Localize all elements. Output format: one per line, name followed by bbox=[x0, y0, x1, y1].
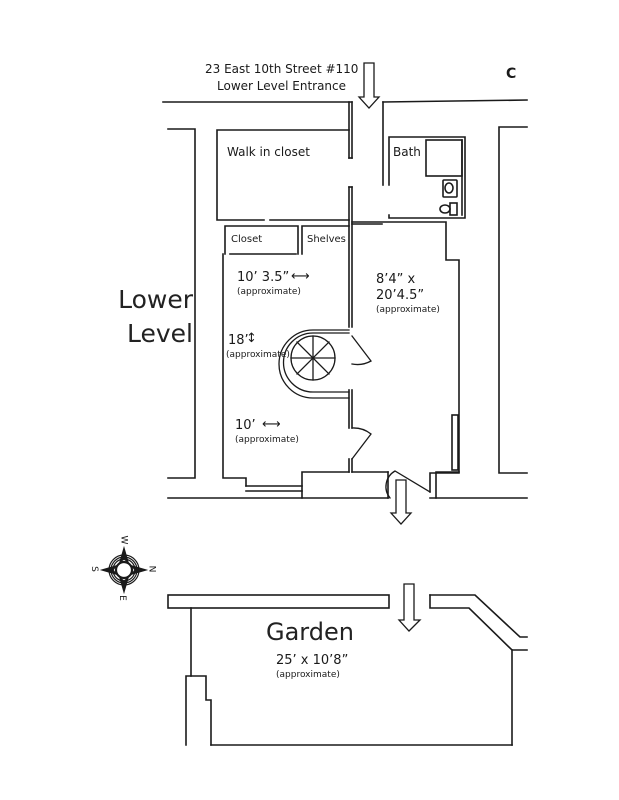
room-bottom-dimension: 10’ bbox=[235, 418, 256, 433]
bath-walls bbox=[388, 136, 466, 219]
level-label-line1: Lower bbox=[118, 285, 193, 314]
closet-label: Closet bbox=[231, 234, 263, 245]
horizontal-arrow-icon-2: ⟷ bbox=[262, 417, 281, 432]
door-swings bbox=[351, 335, 431, 499]
vertical-arrow-icon: ↕ bbox=[246, 331, 257, 346]
room-length-dimension: 18’ bbox=[228, 333, 249, 348]
room-width-note: (approximate) bbox=[237, 287, 301, 297]
walk-in-closet-walls bbox=[216, 129, 350, 221]
compass-label-top: W bbox=[118, 535, 129, 545]
left-neighbor-wall bbox=[167, 128, 196, 479]
right-neighbor-wall bbox=[498, 126, 528, 474]
entrance-label: Lower Level Entrance bbox=[217, 79, 347, 93]
garden-note: (approximate) bbox=[276, 670, 340, 680]
street-wall bbox=[162, 99, 528, 186]
garden-entrance-arrow-icon bbox=[397, 583, 422, 632]
compass-label-left: S bbox=[88, 566, 99, 572]
garden-size: 25’ x 10’8” bbox=[276, 653, 349, 668]
garden-exit-arrow-icon bbox=[389, 479, 413, 525]
right-room-note: (approximate) bbox=[376, 305, 440, 315]
level-label-line2: Level bbox=[127, 319, 193, 348]
compass-label-right: N bbox=[146, 565, 157, 573]
right-room-walls bbox=[351, 221, 460, 493]
address-label: 23 East 10th Street #110 bbox=[205, 62, 359, 76]
unit-letter: C bbox=[506, 66, 517, 82]
bottom-wall bbox=[167, 471, 528, 499]
garden-title: Garden bbox=[266, 618, 354, 646]
room-bottom-note: (approximate) bbox=[235, 435, 299, 445]
closet-walls bbox=[224, 225, 350, 255]
room-length-note: (approximate) bbox=[226, 350, 290, 360]
walk-in-closet-label: Walk in closet bbox=[227, 145, 310, 159]
left-room-walls bbox=[222, 253, 389, 499]
central-wall bbox=[348, 186, 353, 473]
room-width-dimension: 10’ 3.5” bbox=[237, 270, 290, 285]
right-room-dimension-line1: 8’4” x bbox=[376, 272, 416, 287]
garden-walls bbox=[167, 594, 528, 746]
compass-icon bbox=[99, 545, 149, 595]
spiral-staircase-icon bbox=[278, 329, 350, 399]
right-room-dimension-line2: 20’4.5” bbox=[376, 288, 425, 303]
shelves-label: Shelves bbox=[307, 234, 346, 245]
bath-label: Bath bbox=[393, 145, 421, 159]
entrance-arrow-icon bbox=[357, 62, 381, 109]
compass-label-bottom: E bbox=[116, 595, 127, 601]
horizontal-arrow-icon: ⟷ bbox=[291, 269, 310, 284]
